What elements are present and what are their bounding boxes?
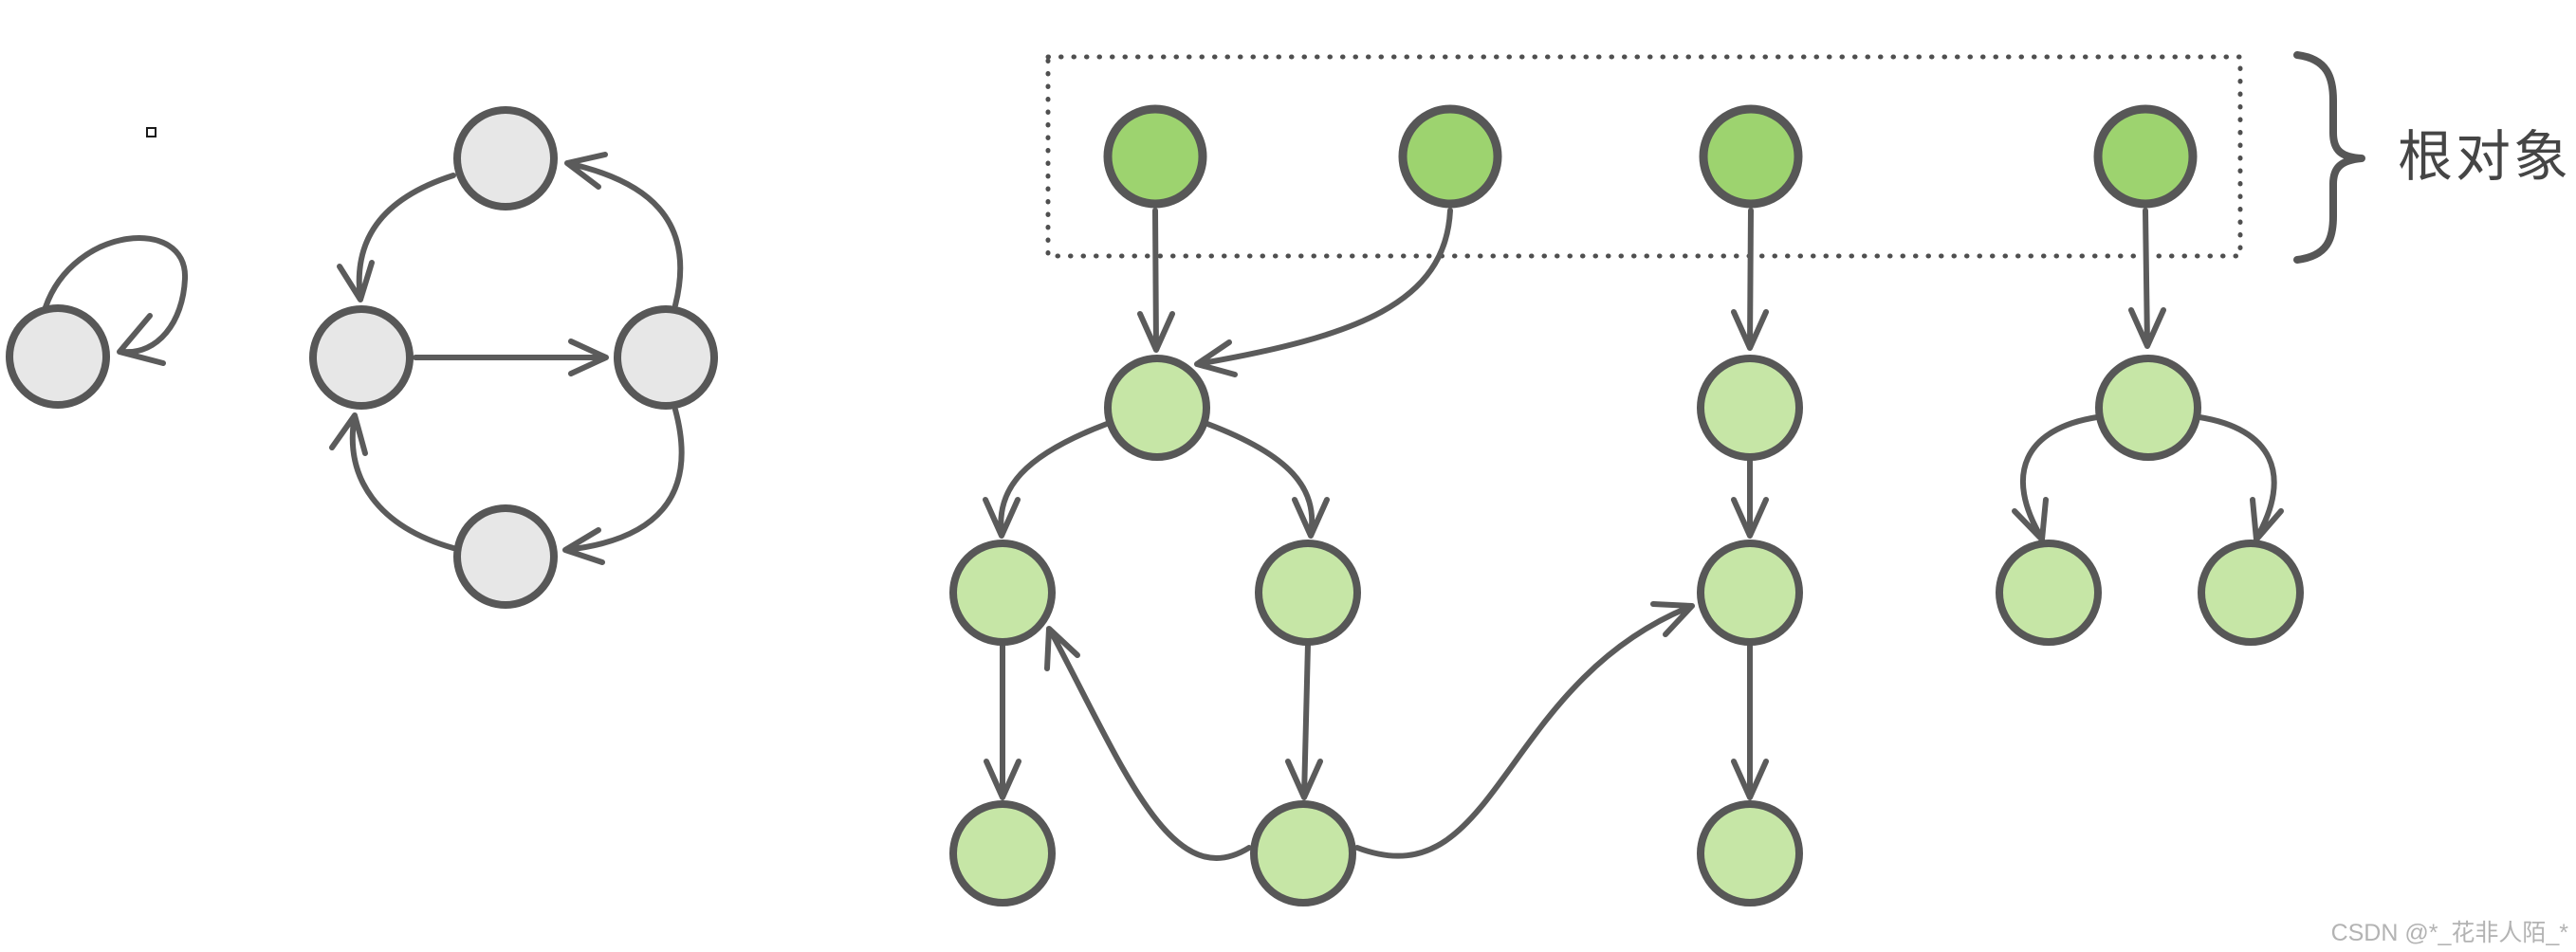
node-child-a2 [1255,540,1361,646]
edge-root1-to-a [1137,208,1175,353]
root-objects-dotted-box [1045,54,2243,259]
edge-a-to-a2 [1205,421,1330,539]
tiny-square-marker [146,127,156,137]
edge-a2-to-a2-1 [1285,641,1323,800]
node-root-2 [1398,104,1502,209]
node-child-b1-1 [1697,800,1803,906]
node-child-b1 [1697,540,1803,646]
edge-cycle-right-to-bottom [562,407,685,565]
node-root-3 [1699,104,1803,209]
node-child-c1 [1996,540,2102,646]
edge-root2-to-a [1194,208,1453,377]
node-gray-self-loop [6,304,110,409]
node-child-a2-1 [1250,800,1356,906]
csdn-watermark: CSDN @*_花非人陌_* [2330,920,2568,946]
edge-c-to-c2 [2197,414,2284,542]
node-child-b [1697,355,1803,461]
edge-a2-1-to-a1 [1044,626,1252,861]
node-child-a1-1 [949,800,1056,906]
node-root-1 [1103,104,1207,209]
node-gray-cycle-left [309,305,414,410]
node-child-a [1104,355,1210,461]
edge-a-to-a1 [983,421,1110,539]
node-child-a1 [949,540,1056,646]
brace-icon [2293,51,2365,264]
edge-cycle-left-to-right [413,339,609,376]
node-gray-cycle-bottom [453,504,558,609]
node-child-c [2095,355,2201,461]
edge-c-to-c1 [2012,414,2100,542]
root-objects-label: 根对象 [2398,126,2572,188]
node-gray-cycle-right [614,305,718,410]
edge-cycle-bottom-to-left [329,412,456,551]
edge-cycle-top-to-left [337,173,456,302]
edge-a2-1-to-b1 [1354,601,1695,859]
edge-a1-to-a1-1 [984,641,1021,800]
node-child-c2 [2198,540,2304,646]
edge-root4-to-c [2128,208,2166,349]
edge-b-to-b1 [1731,456,1769,539]
edge-root3-to-b [1731,208,1769,351]
node-root-4 [2093,104,2198,209]
node-gray-cycle-top [453,106,558,211]
edge-b1-to-b1-1 [1731,641,1769,800]
edge-self-loop [43,235,189,366]
edge-cycle-right-to-top [564,152,684,308]
